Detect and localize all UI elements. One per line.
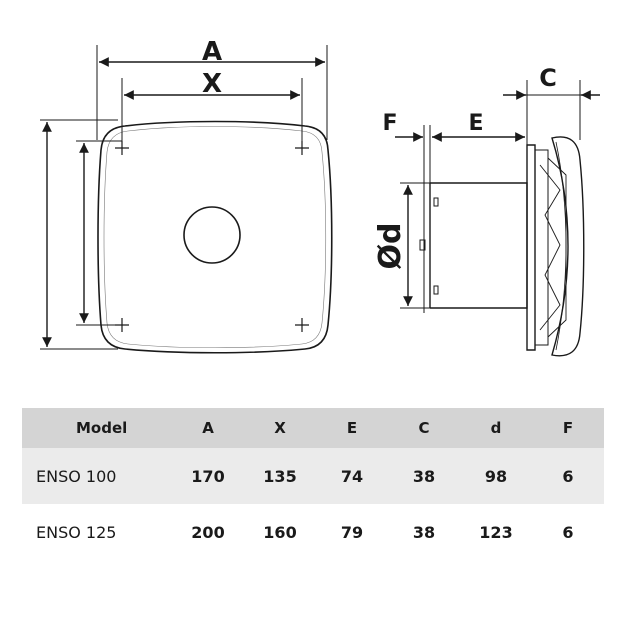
technical-drawing: A X C F E Ød — [40, 37, 600, 357]
cell-f: 6 — [562, 466, 574, 486]
header-x: X — [274, 419, 286, 437]
side-view — [395, 80, 600, 357]
table-row: ENSO 125 200 160 79 38 123 6 — [22, 504, 604, 560]
table-header-row: Model A X E C d F — [22, 408, 604, 448]
cell-e: 74 — [340, 466, 364, 486]
center-hub-circle — [183, 206, 241, 264]
cell-d: 98 — [484, 466, 508, 486]
table-row: ENSO 100 170 135 74 38 98 6 — [22, 448, 604, 504]
cell-a: 170 — [191, 466, 225, 486]
label-x: X — [202, 69, 222, 99]
cell-x: 160 — [263, 522, 297, 542]
cell-c: 38 — [412, 522, 436, 542]
front-panel-outline — [97, 120, 333, 354]
cell-c: 38 — [412, 466, 436, 486]
mounting-plate — [526, 144, 536, 351]
label-a: A — [202, 37, 222, 67]
cell-model: ENSO 100 — [36, 466, 117, 486]
header-a: A — [202, 419, 214, 437]
header-e: E — [346, 419, 358, 437]
cell-f: 6 — [562, 522, 574, 542]
cell-a: 200 — [191, 522, 225, 542]
cell-d: 123 — [479, 522, 513, 542]
cell-x: 135 — [263, 466, 297, 486]
label-diameter-d: Ød — [373, 223, 408, 270]
label-c: C — [539, 64, 557, 92]
header-model: Model — [76, 419, 128, 437]
front-view — [40, 45, 333, 354]
mounting-hole-marks — [115, 141, 309, 332]
label-e: E — [468, 111, 483, 136]
cell-e: 79 — [340, 522, 364, 542]
header-c: C — [418, 419, 430, 437]
front-cover-side — [551, 136, 585, 357]
spigot-body — [430, 182, 528, 309]
specification-table: Model A X E C d F ENSO 100 170 135 74 38… — [22, 408, 604, 560]
header-f: F — [562, 419, 574, 437]
header-d: d — [490, 419, 502, 437]
label-f: F — [382, 111, 397, 136]
cell-model: ENSO 125 — [36, 522, 117, 542]
